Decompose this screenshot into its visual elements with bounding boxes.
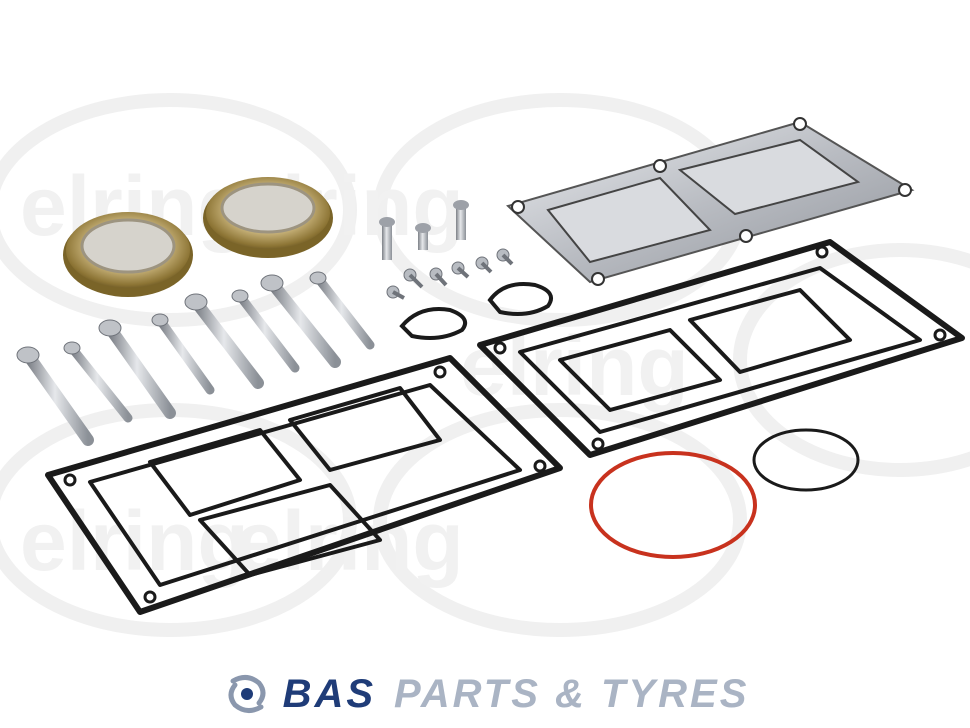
bolt-1	[16, 346, 94, 446]
o-ring-red	[589, 451, 757, 559]
bolt-4	[151, 313, 215, 395]
oval-gaskets	[399, 282, 553, 340]
bolt-2	[63, 341, 133, 423]
cylinder-head-gasket-left	[45, 355, 563, 615]
footer-brand: BAS	[282, 671, 377, 716]
o-ring-black	[752, 428, 860, 492]
bas-swirl-logo-icon	[228, 675, 266, 713]
bolt-6	[231, 289, 300, 373]
socket-screws	[379, 200, 469, 260]
reed-valve-plate	[506, 117, 915, 286]
bolt-set	[16, 271, 375, 446]
bolt-7	[260, 274, 341, 368]
bolt-5	[184, 293, 264, 389]
footer-branding: BAS PARTS & TYRES	[0, 660, 970, 728]
cylinder-head-gasket-right	[477, 239, 965, 458]
footer-tagline: PARTS & TYRES	[394, 671, 750, 716]
bolt-3	[98, 319, 176, 419]
valve-cap-left	[63, 212, 193, 297]
gasket-kit-illustration	[16, 117, 965, 615]
valve-cap-right	[203, 177, 333, 258]
small-screws	[386, 248, 514, 300]
bolt-8	[309, 271, 375, 350]
